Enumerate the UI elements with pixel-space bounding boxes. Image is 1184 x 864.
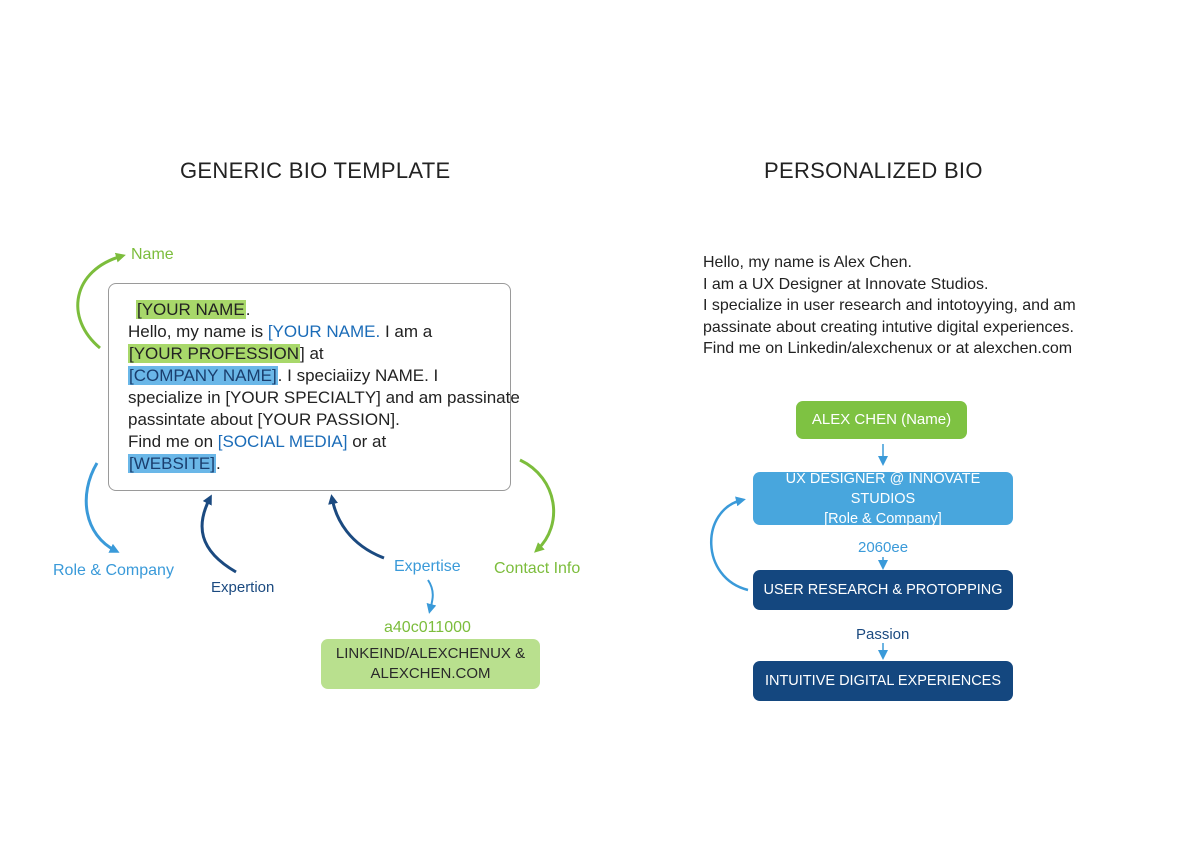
- template-line-3: [YOUR PROFESSION] at: [128, 343, 324, 365]
- template-text: or at: [347, 432, 387, 451]
- name-pill-text: ALEX CHEN (Name): [811, 411, 952, 428]
- flow-code-label: 2060ee: [858, 539, 909, 556]
- role-company-label: Role & Company: [53, 562, 174, 579]
- profession-placeholder: [YOUR PROFESSION: [128, 344, 301, 363]
- expertise-arrow: [328, 494, 385, 560]
- template-text: .: [245, 300, 251, 319]
- contact-pill-line2: ALEXCHEN.COM: [370, 665, 491, 682]
- template-text: Find me on: [128, 432, 218, 451]
- template-text: . I speciaiizy NAME. I: [277, 366, 439, 385]
- experience-pill-text: INTUITIVE DIGITAL EXPERIENCES: [764, 673, 1002, 689]
- expertise-down-arrow: [426, 579, 437, 614]
- template-text: .: [215, 454, 221, 473]
- bio-line-3: I specialize in user research and intoto…: [703, 297, 1076, 315]
- code-label: a40c011000: [384, 619, 471, 636]
- template-text: I am a: [380, 322, 433, 341]
- name-placeholder: [YOUR NAME: [136, 300, 246, 319]
- bio-line-2: I am a UX Designer at Innovate Studios.: [703, 275, 989, 293]
- role-arrow: [84, 462, 120, 553]
- left-title: GENERIC BIO TEMPLATE: [180, 158, 451, 183]
- loop-arrow: [710, 496, 749, 592]
- template-text: Hello, my name is: [128, 322, 268, 341]
- bio-line-1: Hello, my name is Alex Chen.: [703, 254, 912, 271]
- name-arrow: [76, 252, 126, 350]
- role-pill-line2: [Role & Company]: [824, 510, 942, 527]
- template-line-5: specialize in [YOUR SPECIALTY] and am pa…: [128, 388, 520, 407]
- website-placeholder: [WEBSITE]: [128, 454, 216, 473]
- expertise-label: Expertise: [394, 558, 461, 575]
- contact-pill: LINKEIND/ALEXCHENUX & ALEXCHEN.COM: [321, 639, 540, 689]
- contact-pill-line1: LINKEIND/ALEXCHENUX &: [335, 645, 526, 662]
- template-text: ] at: [300, 344, 324, 363]
- experience-pill: INTUITIVE DIGITAL EXPERIENCES: [753, 661, 1013, 701]
- name-label: Name: [131, 246, 174, 263]
- research-pill-text: USER RESEARCH & PROTOPPING: [763, 582, 1003, 598]
- name-pill: ALEX CHEN (Name): [796, 401, 967, 439]
- role-pill: UX DESIGNER @ INNOVATE STUDIOS [Role & C…: [753, 470, 1013, 527]
- template-line-4: [COMPANY NAME]. I speciaiizy NAME. I: [128, 365, 438, 387]
- template-line-8: [WEBSITE].: [128, 453, 221, 475]
- social-placeholder: [SOCIAL MEDIA]: [217, 432, 348, 451]
- expertion-arrow: [200, 494, 237, 574]
- expertion-label: Expertion: [211, 579, 275, 596]
- contact-arrow: [519, 458, 556, 553]
- passion-label: Passion: [856, 626, 910, 643]
- bio-line-5: Find me on Linkedin/alexchenux or at ale…: [703, 340, 1073, 358]
- template-line-1: [YOUR NAME.: [136, 299, 250, 321]
- contact-info-label: Contact Info: [494, 560, 581, 577]
- template-line-7: Find me on [SOCIAL MEDIA] or at: [128, 431, 386, 453]
- company-placeholder: [COMPANY NAME]: [128, 366, 278, 385]
- template-line-6: passintate about [YOUR PASSION].: [128, 410, 400, 429]
- right-title: PERSONALIZED BIO: [764, 158, 983, 183]
- role-pill-line1: UX DESIGNER @ INNOVATE STUDIOS: [785, 470, 981, 507]
- research-pill: USER RESEARCH & PROTOPPING: [753, 570, 1013, 610]
- bio-line-4: passinate about creating intutive digita…: [703, 318, 1074, 336]
- name-placeholder-inline: [YOUR NAME.: [267, 322, 381, 341]
- template-line-2: Hello, my name is [YOUR NAME. I am a: [128, 321, 432, 343]
